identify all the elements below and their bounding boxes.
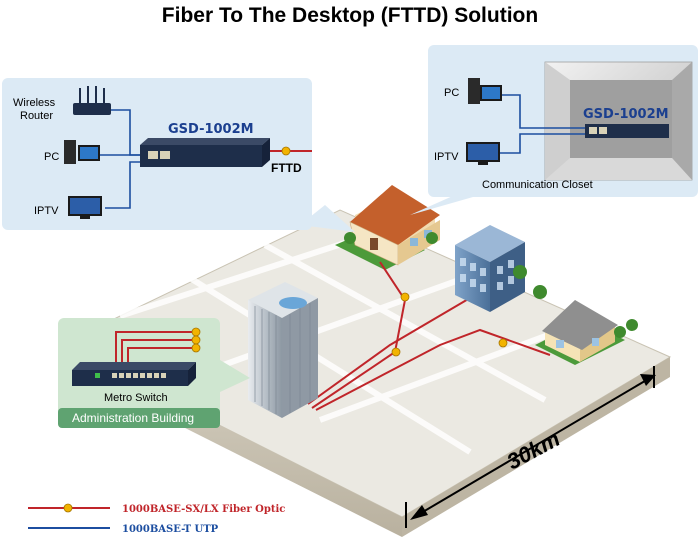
closet-pc-label: PC bbox=[444, 87, 459, 99]
legend-utp-label: 1000BASE-T UTP bbox=[122, 524, 219, 535]
wireless-router-label-2: Router bbox=[20, 110, 53, 122]
tree-icons bbox=[344, 232, 638, 338]
closet-panel bbox=[410, 45, 698, 215]
admin-panel bbox=[58, 318, 250, 428]
pc-icon bbox=[64, 140, 100, 164]
closet-gsd-1002m-device bbox=[585, 124, 669, 138]
wireless-router-label-1: Wireless bbox=[13, 97, 56, 109]
closet-iptv-label: IPTV bbox=[434, 151, 459, 163]
closet-pc-icon bbox=[468, 78, 502, 104]
distance-arrow bbox=[405, 366, 656, 528]
iptv-icon bbox=[68, 196, 102, 219]
gsd-1002m-device bbox=[140, 138, 270, 167]
house-right-icon bbox=[542, 300, 618, 362]
closet-iptv-icon bbox=[466, 142, 500, 165]
office-building-icon bbox=[455, 225, 525, 312]
closet-device-model: GSD-1002M bbox=[583, 107, 669, 122]
admin-building-label: Administration Building bbox=[72, 411, 194, 425]
legend-fiber-label: 1000BASE-SX/LX Fiber Optic bbox=[122, 504, 285, 515]
administration-tower-icon bbox=[248, 282, 318, 418]
left-device-model: GSD-1002M bbox=[168, 122, 254, 137]
home-devices-panel bbox=[2, 78, 355, 232]
house-icon bbox=[349, 185, 440, 266]
legend bbox=[28, 503, 110, 529]
page-title: Fiber To The Desktop (FTTD) Solution bbox=[161, 4, 539, 27]
metro-switch-device bbox=[72, 362, 196, 386]
wireless-router-icon bbox=[73, 86, 111, 115]
left-iptv-label: IPTV bbox=[34, 205, 59, 217]
metro-switch-label: Metro Switch bbox=[104, 392, 168, 404]
closet-label: Communication Closet bbox=[482, 179, 593, 191]
fttd-label: FTTD bbox=[271, 161, 302, 175]
left-pc-label: PC bbox=[44, 151, 59, 163]
